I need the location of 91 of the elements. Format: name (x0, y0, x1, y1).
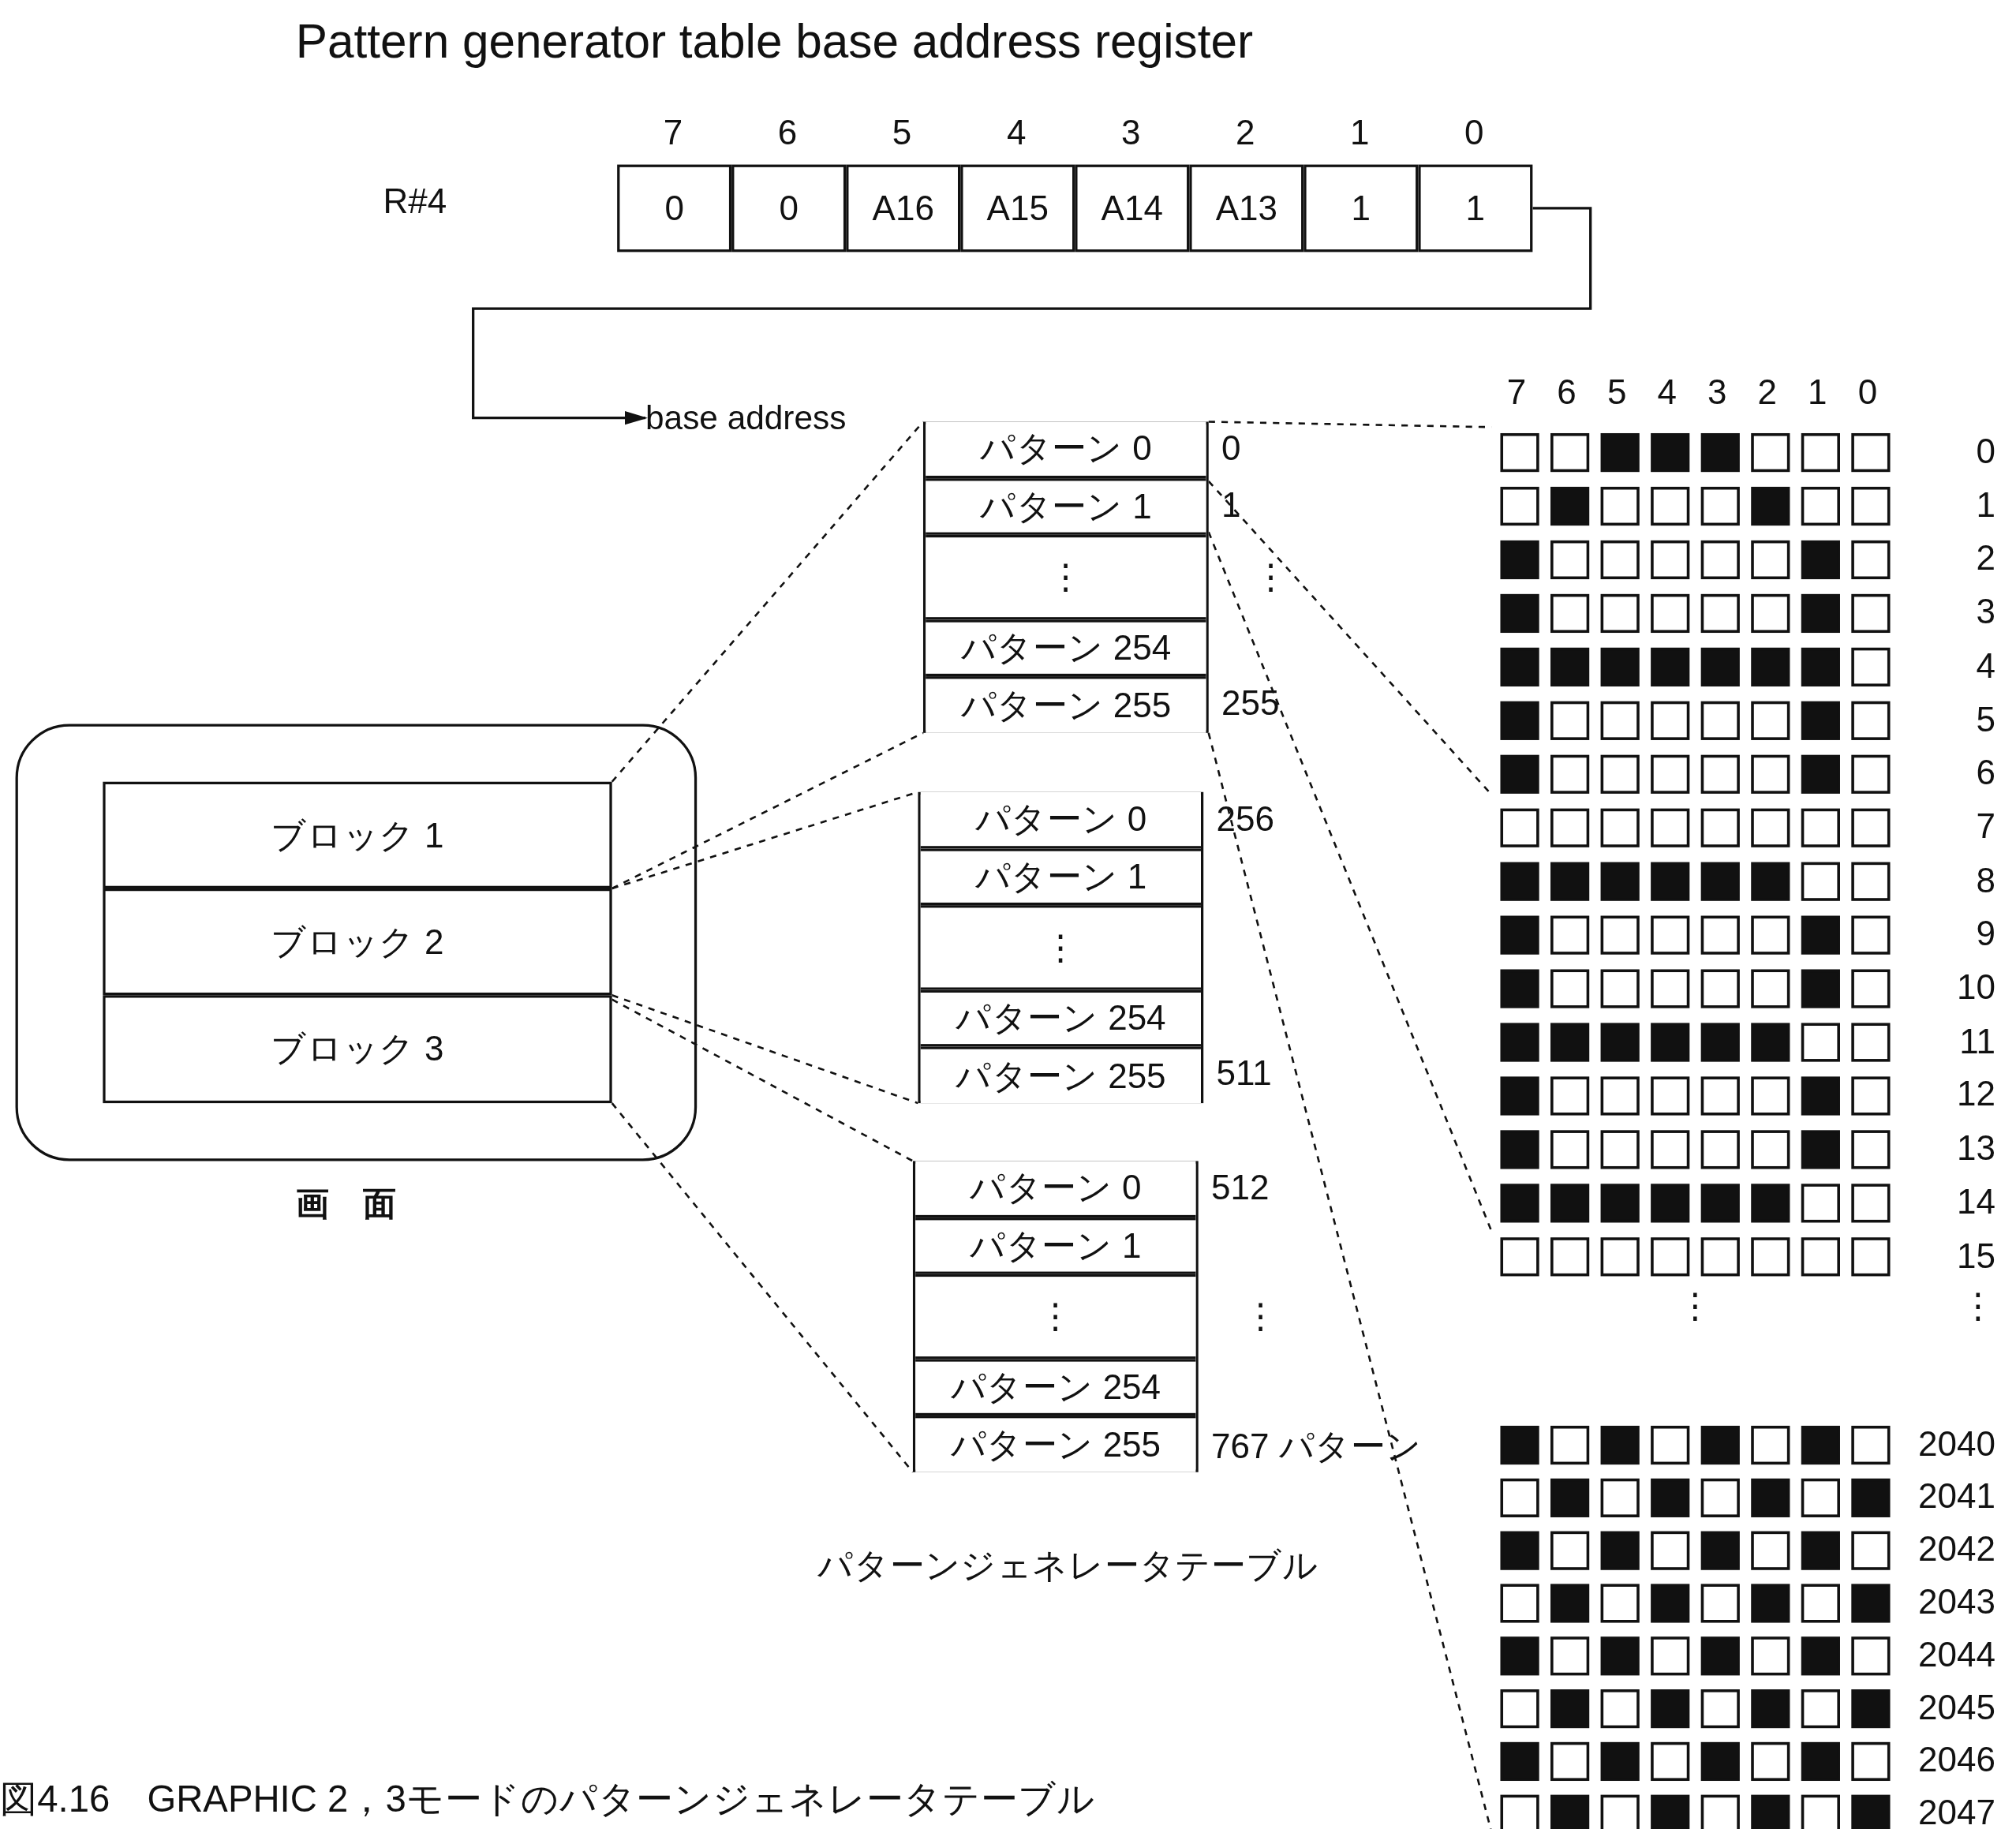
pattern-table (912, 1161, 1199, 1472)
row-number: 4 (1976, 646, 1995, 686)
ellipsis: ⋮ (1961, 1286, 1995, 1327)
bit-number: 3 (1707, 372, 1727, 413)
row-number: 2042 (1918, 1530, 1995, 1570)
pattern-row: パターン 254 (920, 989, 1201, 1047)
row-number: 8 (1976, 861, 1995, 901)
pattern-row: ⋮ (915, 1274, 1196, 1360)
row-number: 12 (1957, 1075, 1995, 1116)
register-bit-cell: 1 (1418, 164, 1533, 252)
address-number: 512 (1211, 1169, 1270, 1209)
bit-number: 0 (1464, 113, 1484, 153)
pattern-row: ⋮ (926, 534, 1206, 620)
figure-caption: 図4.16 GRAPHIC 2，3モードのパターンジェネレータテーブル (0, 1777, 1096, 1821)
row-number: 3 (1976, 593, 1995, 633)
register-bit-cell: 1 (1303, 164, 1419, 252)
bit-number: 5 (1606, 372, 1627, 413)
pattern-row: パターン 254 (915, 1359, 1196, 1416)
register-bit-cell: A16 (846, 164, 961, 252)
address-number: 0 (1221, 429, 1241, 469)
register-bit-cell: A13 (1189, 164, 1304, 252)
row-number: 5 (1976, 700, 1995, 740)
bit-number: 5 (892, 113, 912, 153)
address-number: ⋮ (1243, 1296, 1278, 1337)
pattern-row: パターン 1 (926, 478, 1206, 535)
bit-number: 4 (1657, 372, 1677, 413)
bit-number: 6 (1557, 372, 1577, 413)
screen-frame (15, 724, 698, 1161)
screen-block: ブロック 2 (103, 888, 612, 996)
projection-line (1207, 732, 1493, 1829)
row-number: 11 (1959, 1021, 1995, 1062)
register-bit-cell: A15 (960, 164, 1075, 252)
bit-number: 1 (1808, 372, 1827, 413)
bit-number: 7 (1506, 372, 1527, 413)
projection-line (612, 998, 914, 1162)
arrow (472, 207, 1592, 425)
row-number: 13 (1957, 1128, 1995, 1169)
register-bit-cell: 0 (731, 164, 847, 252)
row-number: 14 (1957, 1182, 1995, 1223)
address-number: 256 (1216, 799, 1274, 840)
bit-number: 2 (1235, 113, 1255, 153)
pattern-row: パターン 255 (920, 1046, 1201, 1104)
row-number: 2 (1976, 539, 1995, 579)
bit-number: 6 (777, 113, 798, 153)
screen-caption: 画 面 (295, 1183, 396, 1225)
pattern-row: パターン 0 (926, 421, 1206, 479)
register-bit-cell: A14 (1075, 164, 1190, 252)
table-caption: パターンジェネレータテーブル (817, 1546, 1318, 1588)
row-number: 0 (1976, 432, 1995, 473)
row-number: 9 (1976, 914, 1995, 955)
base-address-text: base address (645, 398, 851, 440)
row-number: 2040 (1918, 1424, 1995, 1464)
screen-block: ブロック 3 (103, 995, 612, 1104)
register-bit-cell: 0 (617, 164, 732, 252)
pattern-row: パターン 254 (926, 619, 1206, 677)
row-number: 10 (1957, 968, 1995, 1008)
row-number: 2043 (1918, 1582, 1995, 1623)
pattern-row: ⋮ (920, 905, 1201, 990)
pattern-table (923, 421, 1209, 733)
address-number: ⋮ (1253, 557, 1289, 598)
row-number: 2044 (1918, 1635, 1995, 1676)
diagram-title: Pattern generator table base address register (295, 15, 1254, 69)
pattern-row: パターン 0 (915, 1161, 1196, 1218)
bit-number: 7 (663, 113, 683, 153)
row-number: 1 (1976, 485, 1995, 526)
row-number: 6 (1976, 754, 1995, 794)
row-number: 2041 (1918, 1477, 1995, 1517)
bit-number: 1 (1349, 113, 1370, 153)
pattern-row: パターン 255 (915, 1416, 1196, 1472)
ellipsis: ⋮ (1678, 1286, 1713, 1327)
bit-number: 2 (1757, 372, 1777, 413)
row-number: 2045 (1918, 1688, 1995, 1729)
bit-number: 0 (1857, 372, 1878, 413)
row-number: 2047 (1918, 1793, 1995, 1829)
address-number: 255 (1221, 683, 1280, 724)
address-number: 767 パターン (1211, 1426, 1422, 1468)
pattern-row: パターン 255 (926, 676, 1206, 733)
projection-line (612, 994, 918, 1105)
bit-number: 3 (1120, 113, 1141, 153)
projection-line (1207, 531, 1493, 1232)
pattern-row: パターン 0 (920, 791, 1201, 849)
row-number: 7 (1976, 807, 1995, 847)
pattern-row: パターン 1 (920, 848, 1201, 906)
pattern-row: パターン 1 (915, 1217, 1196, 1274)
row-number: 15 (1957, 1236, 1995, 1277)
bit-number: 4 (1006, 113, 1027, 153)
register-name: R#4 (383, 182, 447, 223)
pattern-table (918, 791, 1204, 1104)
screen-block: ブロック 1 (103, 781, 612, 888)
row-number: 2046 (1918, 1741, 1995, 1781)
address-number: 511 (1216, 1054, 1272, 1094)
